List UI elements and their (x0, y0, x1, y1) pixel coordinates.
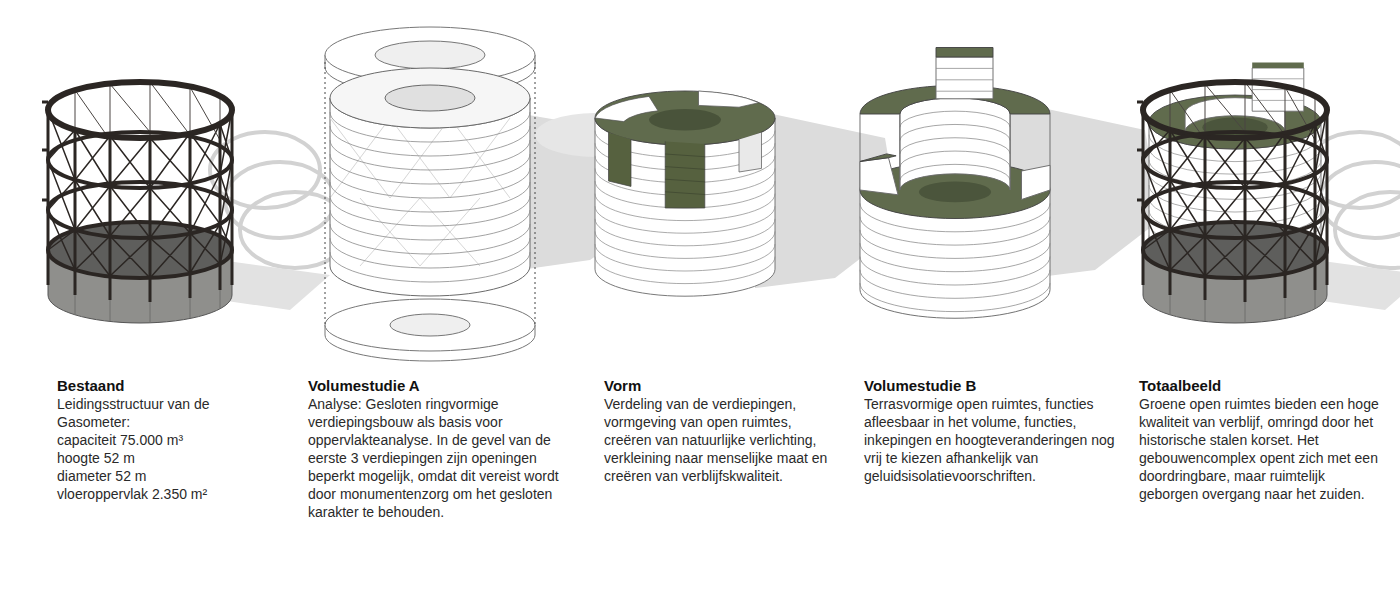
text-column: Volumestudie BTerrasvormige open ruimtes… (864, 376, 1116, 485)
column-text: hoogte 52 m (57, 449, 285, 467)
text-column: TotaalbeeldGroene open ruimtes bieden ee… (1139, 376, 1383, 503)
text-column: BestaandLeidingsstructuur van de Gasomet… (57, 376, 285, 503)
column-heading: Volumestudie B (864, 376, 1116, 395)
column-text: Analyse: Gesloten ringvormige verdieping… (308, 395, 580, 521)
illustrations (0, 0, 1400, 370)
text-column: VormVerdeling van de verdiepingen, vormg… (604, 376, 840, 485)
column-heading: Vorm (604, 376, 840, 395)
text-column: Volumestudie AAnalyse: Gesloten ringvorm… (308, 376, 580, 521)
column-text: Leidingsstructuur van de Gasometer: (57, 395, 285, 431)
column-text: vloeroppervlak 2.350 m² (57, 485, 285, 503)
gasometer-total (1137, 63, 1400, 323)
column-heading: Totaalbeeld (1139, 376, 1383, 395)
form-study (595, 91, 900, 296)
column-text: diameter 52 m (57, 467, 285, 485)
column-heading: Bestaand (57, 376, 285, 395)
column-text: capaciteit 75.000 m³ (57, 431, 285, 449)
column-text: Terrasvormige open ruimtes, functies afl… (864, 395, 1116, 485)
volume-study-b (860, 48, 1160, 319)
column-text: Verdeling van de verdiepingen, vormgevin… (604, 395, 840, 485)
column-text: Groene open ruimtes bieden een hoge kwal… (1139, 395, 1383, 503)
gasometer-existing (42, 82, 350, 323)
column-heading: Volumestudie A (308, 376, 580, 395)
